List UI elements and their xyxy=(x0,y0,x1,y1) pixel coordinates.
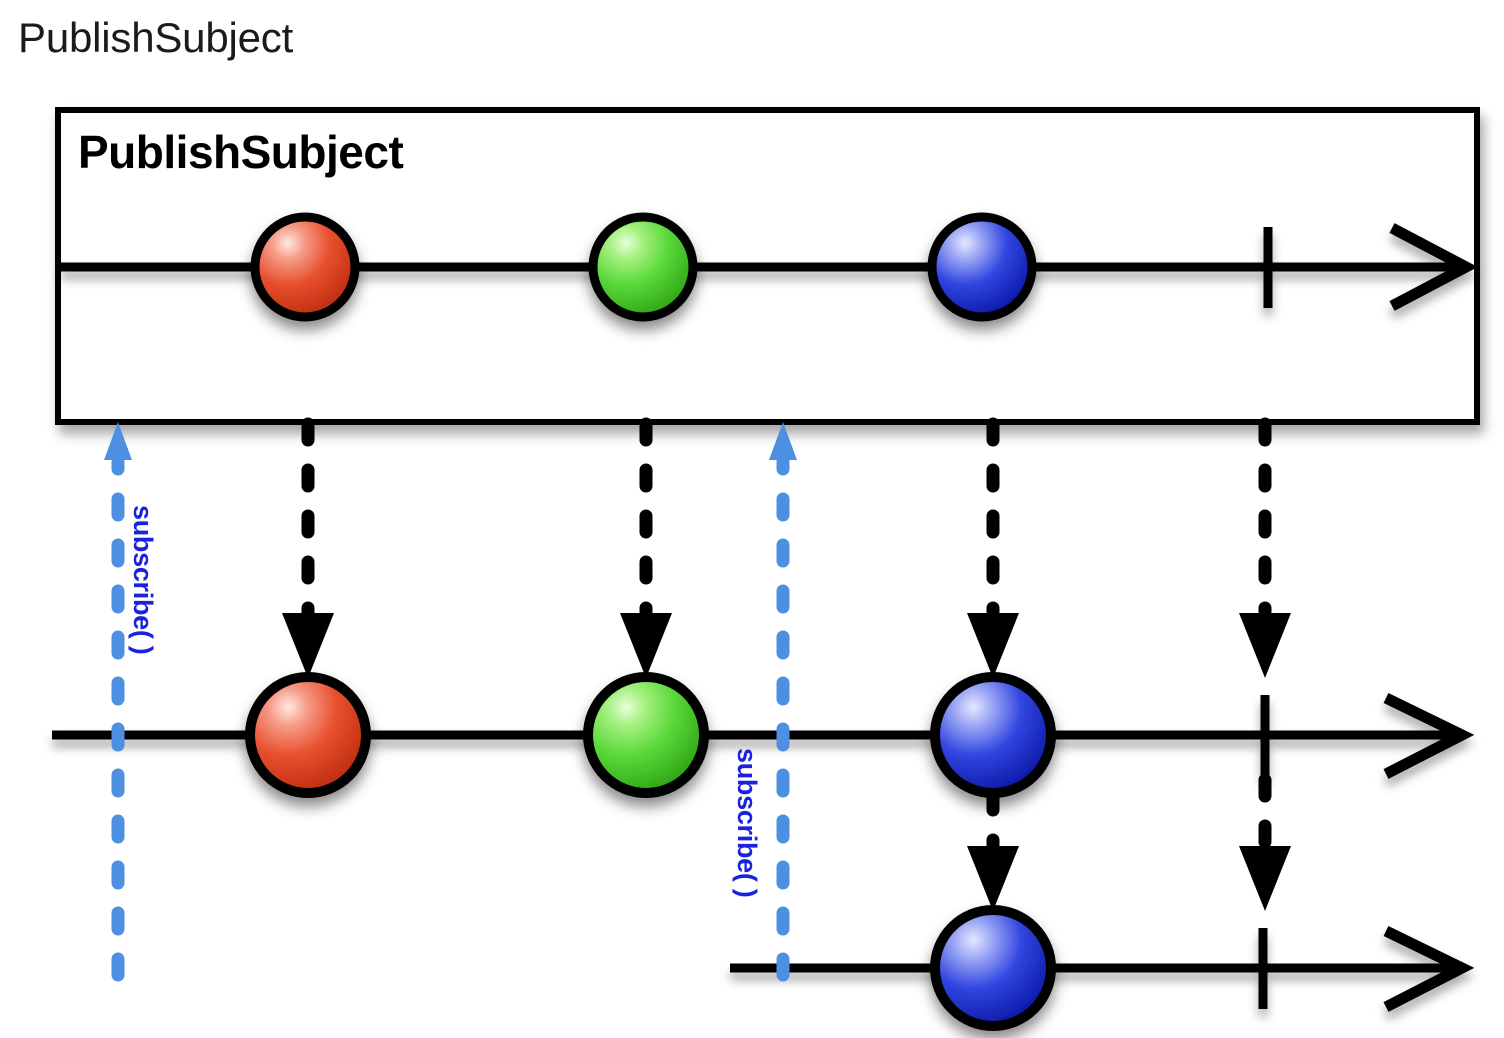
marble-blue-source xyxy=(927,212,1037,322)
emission-arrows-to-subscriber-2 xyxy=(967,773,1291,911)
emission-arrowhead-complete-2-icon xyxy=(1239,846,1291,911)
marble-green-source xyxy=(588,212,698,322)
subscribe-label-2: subscribe( ) xyxy=(732,748,762,898)
emission-arrow-complete xyxy=(1239,417,1291,678)
emission-arrowhead-blue-icon xyxy=(967,613,1019,678)
marble-red-source xyxy=(250,212,360,322)
subject-box-title: PublishSubject xyxy=(78,126,404,178)
subscribe-arrowhead-2-icon xyxy=(769,422,797,460)
marble-blue-subscriber-2 xyxy=(930,905,1056,1031)
emission-arrowhead-green-icon xyxy=(620,613,672,678)
emission-arrowhead-red-icon xyxy=(282,613,334,678)
emission-arrow-blue-2 xyxy=(967,787,1019,911)
subscribe-arrowhead-1-icon xyxy=(104,422,132,460)
timeline-subscriber-1-arrowhead-icon xyxy=(1383,693,1475,779)
emission-arrow-blue xyxy=(967,417,1019,678)
emission-arrowhead-blue-2-icon xyxy=(967,846,1019,911)
emission-arrow-red xyxy=(282,417,334,678)
emission-arrow-green xyxy=(620,417,672,678)
subscribe-label-1: subscribe( ) xyxy=(128,505,158,655)
marbles-source xyxy=(250,212,1037,322)
timeline-subscriber-2-arrowhead-icon xyxy=(1383,926,1475,1012)
timeline-subscriber-2 xyxy=(730,926,1475,1012)
emission-arrows-to-subscriber-1 xyxy=(282,417,1291,678)
emission-arrow-complete-2 xyxy=(1239,773,1291,911)
subscribe-arrow-1 xyxy=(104,422,132,982)
marbles-subscriber-1 xyxy=(245,672,1056,798)
marbles-subscriber-2 xyxy=(930,905,1056,1031)
timeline-source-arrowhead-icon xyxy=(1389,223,1478,311)
marble-red-subscriber-1 xyxy=(245,672,371,798)
emission-arrowhead-complete-icon xyxy=(1239,613,1291,678)
marble-blue-subscriber-1 xyxy=(930,672,1056,798)
subscribe-arrow-2 xyxy=(769,422,797,982)
marble-green-subscriber-1 xyxy=(583,672,709,798)
page-title: PublishSubject xyxy=(18,14,294,61)
